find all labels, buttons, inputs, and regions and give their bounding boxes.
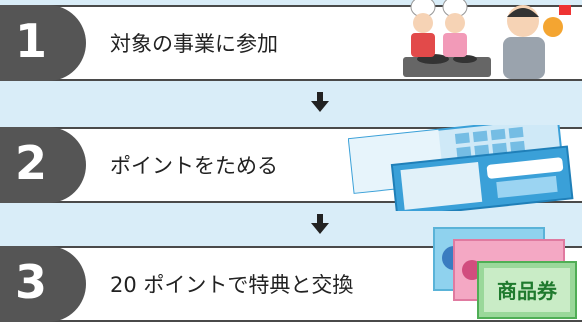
voucher-text: 商品券 <box>497 279 558 303</box>
step-3-row: 3 20 ポイントで特典と交換 商品券 <box>0 227 582 322</box>
step-3-number-badge: 3 <box>0 246 86 322</box>
arrow-down-icon <box>311 92 329 112</box>
cooking-event-icon <box>403 0 571 79</box>
point-card-icon <box>348 125 574 211</box>
arrow-down-icon <box>311 214 329 234</box>
step-1-number-badge: 1 <box>0 5 86 81</box>
step-3-label: 20 ポイントで特典と交換 <box>110 273 354 297</box>
step-1-row: 1 対象の事業に参加 <box>0 0 582 81</box>
gift-voucher-icon: 商品券 <box>433 227 577 319</box>
step-2-label: ポイントをためる <box>110 154 278 178</box>
step-2-number: 2 <box>14 136 47 190</box>
step-3-number: 3 <box>14 255 47 309</box>
step-2-number-badge: 2 <box>0 127 86 203</box>
step-2-row: 2 ポイントをためる <box>0 125 582 211</box>
step-1-label: 対象の事業に参加 <box>110 32 278 56</box>
step-1-number: 1 <box>14 14 47 68</box>
